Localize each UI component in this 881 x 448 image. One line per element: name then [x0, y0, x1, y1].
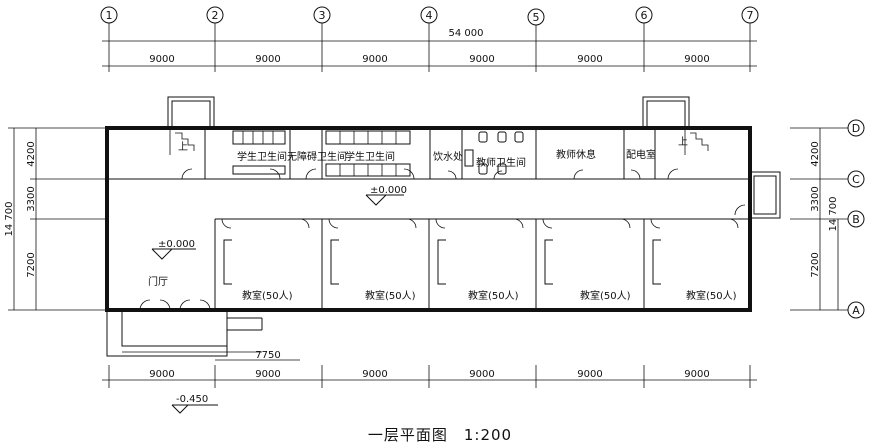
svg-text:9000: 9000	[255, 369, 280, 380]
top-axis-leaders	[102, 23, 757, 72]
svg-text:-0.450: -0.450	[176, 394, 208, 405]
room-lobby: 门厅	[148, 275, 168, 288]
stair-up-label-east: 上	[678, 136, 688, 148]
svg-text:6: 6	[641, 9, 648, 22]
svg-text:9000: 9000	[149, 369, 174, 380]
svg-text:7: 7	[747, 9, 754, 22]
axis-bubble-4: 4	[420, 6, 438, 24]
axis-bubble-B: B	[847, 210, 865, 228]
stair-up-label-west: 上	[178, 141, 188, 153]
axis-bubble-5: 5	[527, 8, 545, 26]
svg-text:3300: 3300	[26, 186, 37, 211]
exterior-walls	[105, 96, 781, 312]
level-markers: ±0.000 ±0.000 -0.450	[151, 185, 407, 414]
door-swings	[139, 168, 746, 311]
svg-text:3300: 3300	[810, 186, 821, 211]
axis-bubble-D: D	[847, 119, 865, 137]
svg-text:B: B	[852, 213, 860, 226]
classroom-boards	[223, 239, 661, 285]
svg-text:9000: 9000	[362, 54, 387, 65]
bottom-dimensions: 7750 9000 9000 9000 9000 9000 9000	[149, 350, 709, 380]
svg-text:4: 4	[426, 9, 433, 22]
svg-text:14 700: 14 700	[828, 197, 839, 232]
svg-text:9000: 9000	[684, 369, 709, 380]
top-dimensions: 54 000 9000 9000 9000 9000 9000 9000	[149, 28, 709, 65]
svg-text:C: C	[852, 173, 860, 186]
svg-text:3: 3	[319, 9, 326, 22]
svg-text:4200: 4200	[810, 141, 821, 166]
svg-text:9000: 9000	[577, 54, 602, 65]
svg-text:7200: 7200	[810, 252, 821, 277]
stair-treads	[169, 128, 709, 155]
entrance-width-label: 7750	[255, 350, 280, 361]
wc-fixtures	[232, 130, 524, 177]
axis-bubble-C: C	[847, 170, 865, 188]
axis-bubble-A: A	[847, 301, 865, 319]
room-water: 饮水处	[433, 150, 463, 163]
svg-text:9000: 9000	[577, 369, 602, 380]
right-axis-bubbles: D C B A	[847, 119, 865, 319]
svg-text:9000: 9000	[362, 369, 387, 380]
bottom-dimension-lines	[102, 359, 757, 388]
room-student-wc-2: 学生卫生间	[345, 150, 395, 163]
left-dimensions: 14 700 4200 3300 7200	[4, 141, 37, 277]
svg-text:D: D	[852, 122, 860, 135]
svg-text:9000: 9000	[149, 54, 174, 65]
overall-width-label: 54 000	[449, 28, 484, 39]
axis-bubble-3: 3	[313, 6, 331, 24]
svg-text:9000: 9000	[684, 54, 709, 65]
room-classroom-5: 教室(50人)	[686, 289, 737, 302]
svg-text:5: 5	[533, 11, 540, 24]
entrance-canopy	[106, 309, 263, 357]
room-classroom-4: 教室(50人)	[580, 289, 631, 302]
axis-bubble-7: 7	[741, 6, 759, 24]
axis-bubble-2: 2	[206, 6, 224, 24]
room-student-wc-1: 学生卫生间	[237, 150, 287, 163]
room-labels: 学生卫生间 无障碍卫生间 学生卫生间 饮水处 教师卫生间 教师休息 配电室 上 …	[148, 136, 737, 302]
svg-text:±0.000: ±0.000	[370, 185, 407, 196]
svg-text:4200: 4200	[26, 141, 37, 166]
corridor-level-marker: ±0.000	[365, 185, 407, 206]
left-dimension-lines	[8, 127, 106, 311]
drawing-title: 一层平面图 1:200	[368, 426, 512, 444]
svg-text:9000: 9000	[469, 54, 494, 65]
axis-bubble-6: 6	[635, 6, 653, 24]
axis-bubble-1: 1	[100, 6, 118, 24]
svg-text:9000: 9000	[255, 54, 280, 65]
svg-text:2: 2	[212, 9, 219, 22]
svg-text:9000: 9000	[469, 369, 494, 380]
room-classroom-3: 教室(50人)	[468, 289, 519, 302]
room-power: 配电室	[626, 148, 656, 161]
lobby-level-marker: ±0.000	[151, 239, 196, 260]
right-dimension-lines	[790, 127, 848, 311]
svg-text:14 700: 14 700	[4, 202, 15, 237]
svg-text:±0.000: ±0.000	[158, 239, 195, 250]
svg-text:7200: 7200	[26, 252, 37, 277]
room-teacher-rest: 教师休息	[556, 148, 596, 161]
room-accessible-wc: 无障碍卫生间	[287, 150, 347, 163]
room-teacher-wc: 教师卫生间	[476, 156, 526, 169]
outside-level-marker: -0.450	[171, 394, 218, 414]
svg-text:A: A	[852, 304, 860, 317]
svg-text:1: 1	[106, 9, 113, 22]
room-classroom-1: 教室(50人)	[242, 289, 293, 302]
interior-walls	[107, 128, 750, 310]
top-axis-bubbles: 1 2 3 4 5 6 7	[100, 6, 759, 26]
room-classroom-2: 教室(50人)	[365, 289, 416, 302]
right-dimensions: 4200 3300 7200 14 700	[810, 141, 839, 277]
